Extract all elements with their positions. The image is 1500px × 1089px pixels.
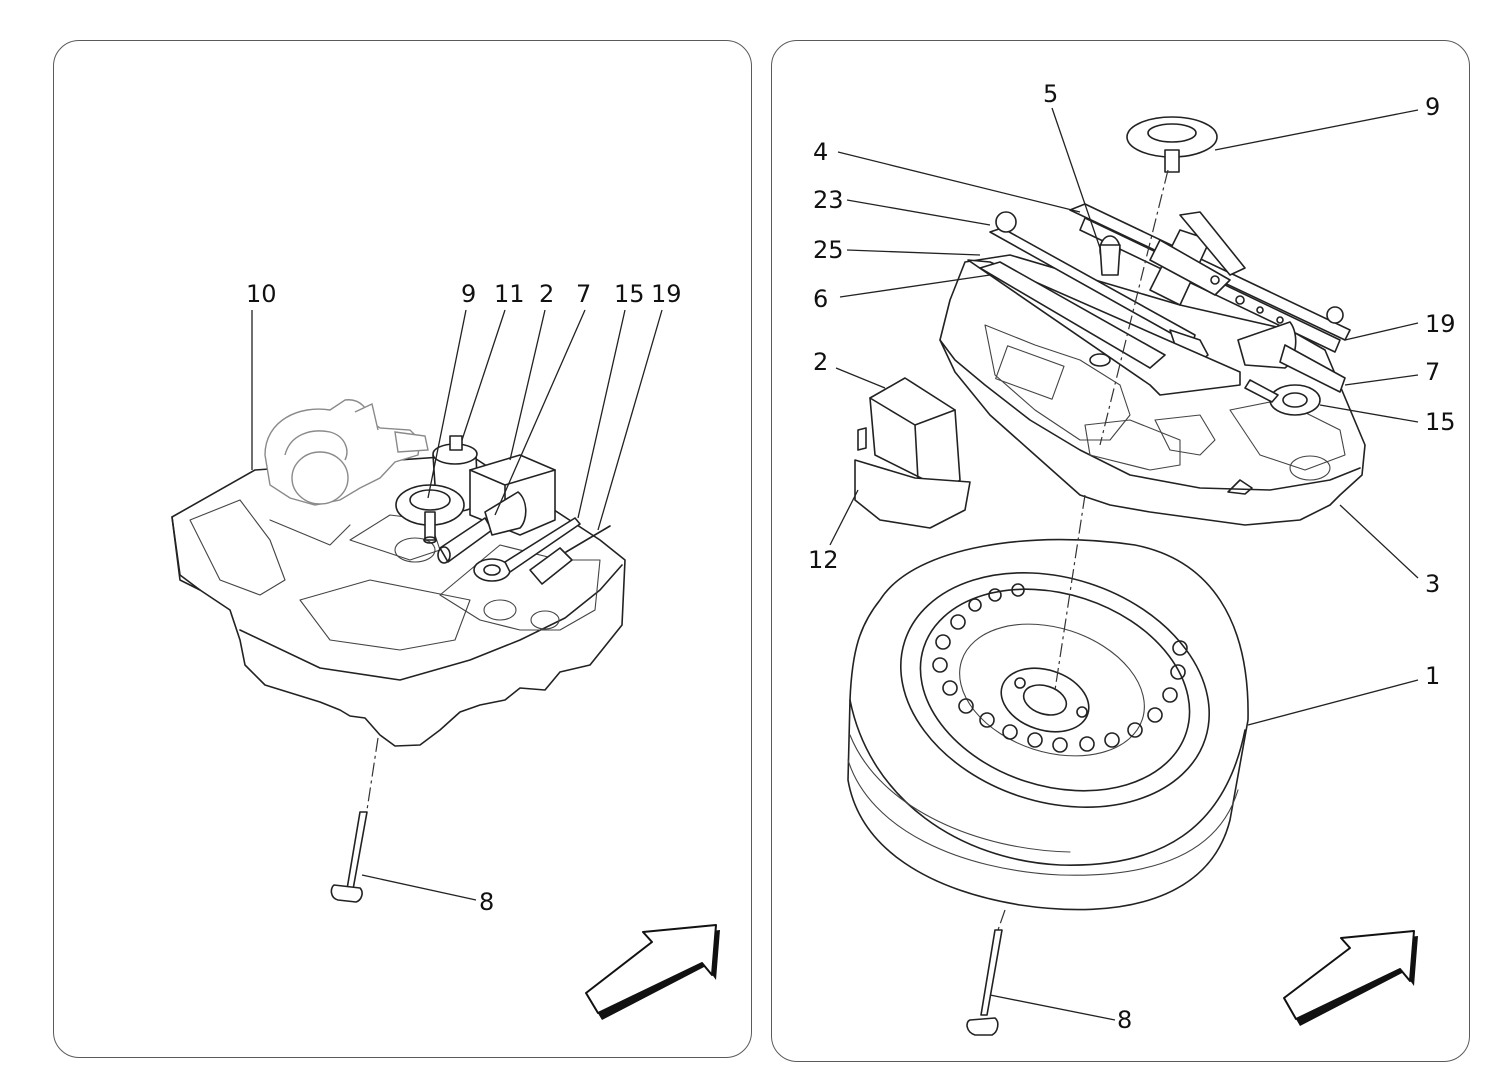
callout-label: 3 xyxy=(1425,570,1440,598)
right-fixing-bolt xyxy=(966,169,1169,1036)
callout-label: 2 xyxy=(813,348,828,376)
forward-direction-arrow-icon xyxy=(585,924,720,1020)
callout-label: 23 xyxy=(813,186,844,214)
right-jack xyxy=(1069,203,1351,353)
right-leader-lines xyxy=(829,107,1419,1021)
right-callout-labels: 5 9 4 23 25 6 2 19 7 15 3 12 1 8 xyxy=(808,80,1456,1034)
right-handle-rod xyxy=(979,261,1166,369)
callout-label: 10 xyxy=(246,280,277,308)
right-box-component xyxy=(854,377,971,529)
callout-label: 8 xyxy=(1117,1006,1132,1034)
right-ring-spanner xyxy=(1244,379,1321,416)
callout-label: 4 xyxy=(813,138,828,166)
callout-label: 9 xyxy=(461,280,476,308)
callout-label: 19 xyxy=(1425,310,1456,338)
right-socket-tool xyxy=(1237,321,1346,393)
callout-label: 12 xyxy=(808,546,839,574)
left-ring-spanner xyxy=(473,517,581,582)
callout-label: 7 xyxy=(1425,358,1440,386)
right-spare-wheel xyxy=(847,538,1249,911)
wheel-vent-holes xyxy=(932,583,1188,753)
callout-label: 6 xyxy=(813,285,828,313)
callout-label: 19 xyxy=(651,280,682,308)
left-leader-lines xyxy=(251,309,663,901)
right-handwheel xyxy=(1126,116,1218,173)
left-fixing-bolt xyxy=(330,737,379,903)
forward-direction-arrow-icon xyxy=(1283,930,1418,1026)
callout-label: 7 xyxy=(576,280,591,308)
left-screwdriver xyxy=(529,525,611,585)
callout-label: 15 xyxy=(614,280,645,308)
callout-label: 5 xyxy=(1043,80,1058,108)
callout-label: 9 xyxy=(1425,93,1440,121)
left-callout-labels: 10 9 11 2 7 15 19 8 xyxy=(246,280,682,916)
left-socket-tool xyxy=(437,491,527,564)
callout-label: 11 xyxy=(494,280,525,308)
callout-label: 1 xyxy=(1425,662,1440,690)
callout-label: 2 xyxy=(539,280,554,308)
callout-label: 25 xyxy=(813,236,844,264)
callout-label: 8 xyxy=(479,888,494,916)
left-tow-hook-ghost xyxy=(264,399,429,506)
callout-label: 15 xyxy=(1425,408,1456,436)
